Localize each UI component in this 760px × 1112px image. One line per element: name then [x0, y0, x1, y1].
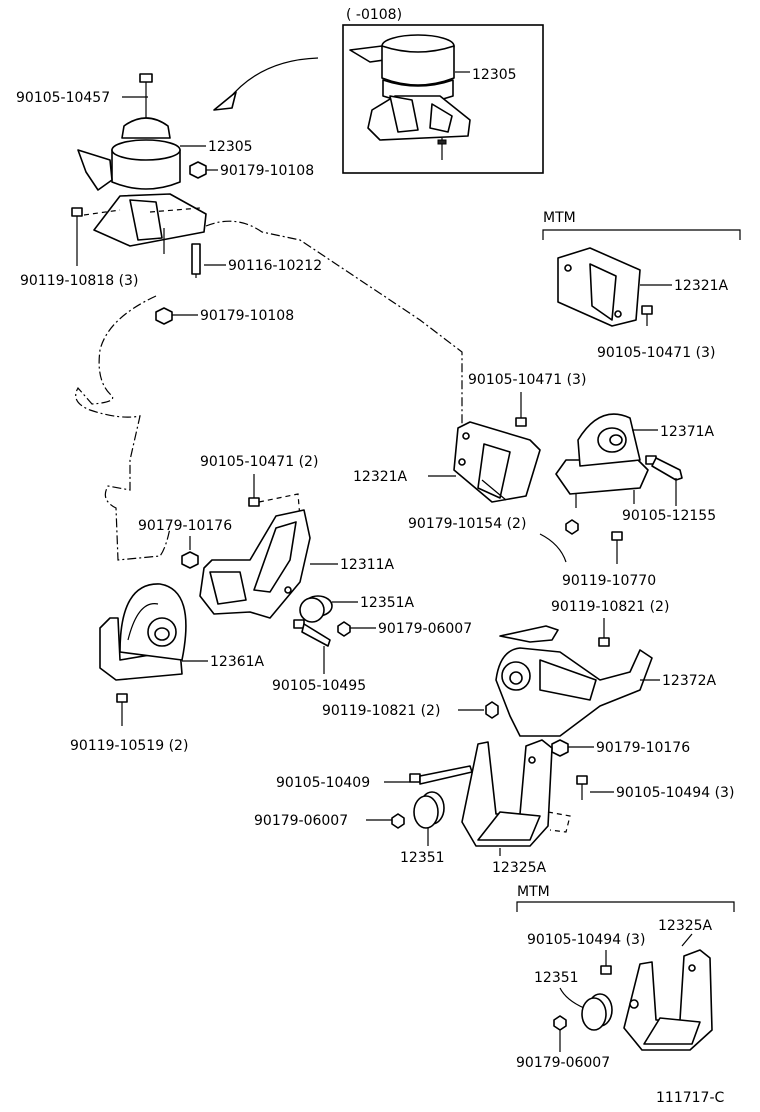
right-bracket: [453, 421, 541, 503]
stud-icon: [191, 243, 201, 278]
mtm-bottom-group: MTM 12325A 90105-10494 (3) 12351 90179-0…: [516, 884, 735, 1071]
direction-arrow: [227, 57, 319, 101]
label-nut-g: 90179-06007: [254, 813, 348, 829]
label-insulator-b: 12351: [400, 850, 445, 866]
label-bolt-c: 90105-12155: [622, 508, 716, 524]
label-bolt-f: 90105-10495: [272, 678, 366, 694]
label-mount-main: 12305: [208, 139, 253, 155]
label-bolt-h: 90119-10821 (2): [551, 599, 669, 615]
label-bolt-b: 90105-10471 (3): [468, 372, 586, 388]
label-nut-c: 90179-10154 (2): [408, 516, 526, 532]
bolt-icon: [293, 619, 331, 647]
label-nut-d: 90179-10176: [138, 518, 232, 534]
label-bolt-d: 90119-10770: [562, 573, 656, 589]
nut-icon: [337, 621, 351, 637]
nut-icon: [155, 307, 173, 325]
insulator-a: [299, 595, 333, 623]
label-bolt-j: 90105-10409: [276, 775, 370, 791]
label-bolt-g: 90119-10519 (2): [70, 738, 188, 754]
figure-id: 111717-C: [656, 1090, 724, 1106]
label-insulator-a: 12351A: [360, 595, 415, 611]
label-nut-a: 90179-10108: [220, 163, 314, 179]
nut-icon: [565, 519, 579, 535]
mtm-bottom-nut-label: 90179-06007: [516, 1055, 610, 1071]
inset-part-label: 12305: [472, 67, 517, 83]
nut-icon: [485, 701, 499, 719]
upper-engine-mount: [77, 73, 207, 254]
bolt-icon: [409, 765, 473, 785]
left-engine-mount: [99, 583, 187, 681]
inset-panel: ( -0108) 12305: [342, 7, 544, 174]
nut-icon: [553, 1015, 567, 1031]
mtm-top-title: MTM: [543, 210, 576, 226]
label-nut-b: 90179-10108: [200, 308, 294, 324]
label-mount-left: 12361A: [210, 654, 265, 670]
label-mount-rear: 12372A: [662, 673, 717, 689]
bolt-icon: [71, 207, 83, 266]
label-stud: 90116-10212: [228, 258, 322, 274]
bolt-icon: [645, 455, 683, 481]
nut-icon: [391, 813, 405, 829]
engine-outline: [75, 220, 463, 561]
label-mount-right: 12371A: [660, 424, 715, 440]
insulator-b: [413, 791, 445, 829]
label-bracket-mid: 12311A: [340, 557, 395, 573]
label-bolt-i: 90119-10821 (2): [322, 703, 440, 719]
label-bracket-right: 12321A: [353, 469, 408, 485]
nut-icon: [551, 739, 569, 757]
mtm-bottom-bracket-label: 12325A: [658, 918, 713, 934]
label-bracket-low: 12325A: [492, 860, 547, 876]
mtm-bottom-bolt-label: 90105-10494 (3): [527, 932, 645, 948]
nut-icon: [181, 551, 199, 569]
mtm-top-group: MTM 12321A 90105-10471 (3): [542, 210, 741, 361]
arrow-head-icon: [213, 91, 237, 111]
label-bolt-top: 90105-10457: [16, 90, 110, 106]
mtm-top-bolt-label: 90105-10471 (3): [597, 345, 715, 361]
mtm-bottom-title: MTM: [517, 884, 550, 900]
label-bolt-k: 90105-10494 (3): [616, 785, 734, 801]
label-nut-e: 90179-06007: [378, 621, 472, 637]
mtm-top-bracket-label: 12321A: [674, 278, 729, 294]
label-bolt-e: 90105-10471 (2): [200, 454, 318, 470]
lower-bracket: [461, 739, 571, 847]
right-engine-mount: [555, 413, 649, 508]
mtm-bottom-insulator-label: 12351: [534, 970, 579, 986]
inset-date-range: ( -0108): [346, 7, 402, 23]
middle-bracket: [199, 509, 311, 619]
rear-engine-mount: [495, 625, 653, 737]
label-bolt-a: 90119-10818 (3): [20, 273, 138, 289]
label-nut-f: 90179-10176: [596, 740, 690, 756]
nut-icon: [189, 161, 207, 179]
